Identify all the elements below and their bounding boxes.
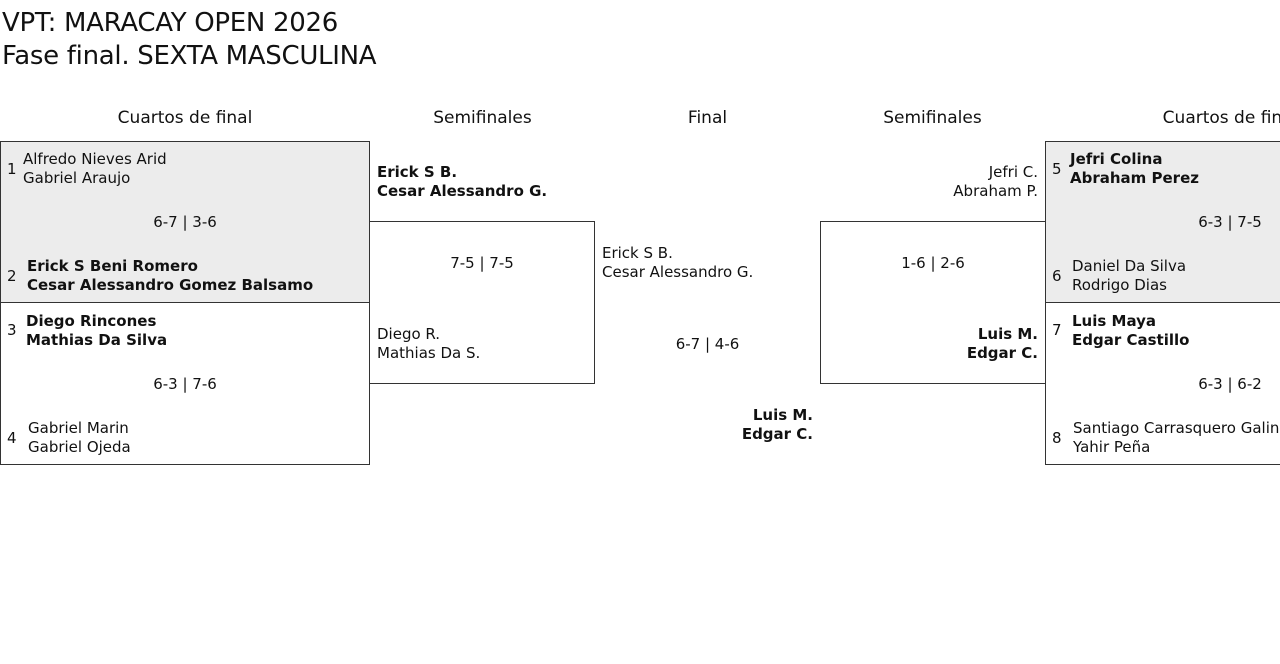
qf-right-match-1[interactable] bbox=[1045, 141, 1280, 303]
seed-number: 6 bbox=[1052, 267, 1062, 285]
player-name: Luis Maya bbox=[1072, 312, 1157, 330]
player-name: Cesar Alessandro Gomez Balsamo bbox=[27, 276, 314, 294]
team-qf-left-2b[interactable]: Gabriel Marin Gabriel Ojeda bbox=[28, 419, 131, 457]
round-header-qf-right: Cuartos de final bbox=[1162, 108, 1280, 128]
player-name: Cesar Alessandro G. bbox=[602, 263, 754, 281]
seed-number: 1 bbox=[7, 160, 17, 178]
player-name: Edgar C. bbox=[741, 425, 813, 443]
team-qf-left-1a[interactable]: Alfredo Nieves Arid Gabriel Araujo bbox=[23, 150, 167, 188]
player-name: Abraham Perez bbox=[1070, 169, 1199, 187]
team-qf-left-1b-winner[interactable]: Erick S Beni Romero Cesar Alessandro Gom… bbox=[27, 257, 313, 295]
player-name: Gabriel Marin bbox=[28, 419, 129, 437]
player-name: Jefri Colina bbox=[1070, 150, 1163, 168]
player-name: Diego R. bbox=[377, 325, 441, 343]
player-name: Santiago Carrasquero Galindo bbox=[1073, 419, 1280, 437]
player-name: Erick S B. bbox=[602, 244, 673, 262]
player-name: Mathias Da Silva bbox=[26, 331, 168, 349]
match-score: 6-7 | 3-6 bbox=[153, 213, 217, 231]
player-name: Erick S B. bbox=[377, 163, 458, 181]
team-final-a[interactable]: Erick S B. Cesar Alessandro G. bbox=[602, 244, 753, 282]
match-score: 6-3 | 7-5 bbox=[1198, 213, 1262, 231]
player-name: Jefri C. bbox=[988, 163, 1038, 181]
team-sf-left-b[interactable]: Diego R. Mathias Da S. bbox=[377, 325, 480, 363]
team-qf-right-1b[interactable]: Daniel Da Silva Rodrigo Dias bbox=[1072, 257, 1186, 295]
player-name: Yahir Peña bbox=[1073, 438, 1151, 456]
seed-number: 5 bbox=[1052, 160, 1062, 178]
qf-right-column: 5 Jefri Colina Abraham Perez 6-3 | 7-5 6… bbox=[1045, 140, 1280, 480]
seed-number: 8 bbox=[1052, 429, 1062, 447]
seed-number: 2 bbox=[7, 267, 17, 285]
team-sf-right-a[interactable]: Jefri C. Abraham P. bbox=[953, 163, 1038, 201]
round-header-qf-left: Cuartos de final bbox=[117, 108, 253, 128]
player-name: Alfredo Nieves Arid bbox=[23, 150, 167, 168]
round-header-final: Final bbox=[687, 108, 728, 128]
player-name: Daniel Da Silva bbox=[1072, 257, 1187, 275]
team-final-b-winner[interactable]: Luis M. Edgar C. bbox=[742, 406, 813, 444]
team-qf-right-2b[interactable]: Santiago Carrasquero Galindo Yahir Peña bbox=[1073, 419, 1280, 457]
sf-left-match[interactable] bbox=[369, 221, 595, 384]
player-name: Rodrigo Dias bbox=[1072, 276, 1167, 294]
player-name: Mathias Da S. bbox=[377, 344, 481, 362]
player-name: Cesar Alessandro G. bbox=[377, 182, 548, 200]
team-qf-left-2a-winner[interactable]: Diego Rincones Mathias Da Silva bbox=[26, 312, 167, 350]
player-name: Edgar C. bbox=[966, 344, 1038, 362]
player-name: Erick S Beni Romero bbox=[27, 257, 198, 275]
phase-title: Fase final. SEXTA MASCULINA bbox=[2, 41, 377, 71]
round-header-sf-left: Semifinales bbox=[433, 108, 532, 128]
seed-number: 4 bbox=[7, 429, 17, 447]
seed-number: 7 bbox=[1052, 321, 1062, 339]
final-score: 6-7 | 4-6 bbox=[675, 335, 740, 353]
team-sf-right-b-winner[interactable]: Luis M. Edgar C. bbox=[967, 325, 1038, 363]
qf-left-match-1[interactable] bbox=[0, 141, 370, 303]
player-name: Luis M. bbox=[752, 406, 813, 424]
match-score: 1-6 | 2-6 bbox=[901, 254, 965, 272]
team-qf-right-2a-winner[interactable]: Luis Maya Edgar Castillo bbox=[1072, 312, 1189, 350]
player-name: Abraham P. bbox=[953, 182, 1038, 200]
player-name: Edgar Castillo bbox=[1072, 331, 1190, 349]
match-score: 7-5 | 7-5 bbox=[450, 254, 514, 272]
team-sf-left-a-winner[interactable]: Erick S B. Cesar Alessandro G. bbox=[377, 163, 547, 201]
round-header-sf-right: Semifinales bbox=[883, 108, 982, 128]
tournament-title: VPT: MARACAY OPEN 2026 bbox=[2, 8, 338, 38]
player-name: Gabriel Araujo bbox=[23, 169, 131, 187]
seed-number: 3 bbox=[7, 321, 17, 339]
qf-right-match-2[interactable] bbox=[1045, 302, 1280, 465]
match-score: 6-3 | 6-2 bbox=[1198, 375, 1262, 393]
player-name: Diego Rincones bbox=[26, 312, 157, 330]
player-name: Gabriel Ojeda bbox=[28, 438, 131, 456]
match-score: 6-3 | 7-6 bbox=[153, 375, 217, 393]
player-name: Luis M. bbox=[977, 325, 1038, 343]
team-qf-right-1a-winner[interactable]: Jefri Colina Abraham Perez bbox=[1070, 150, 1199, 188]
